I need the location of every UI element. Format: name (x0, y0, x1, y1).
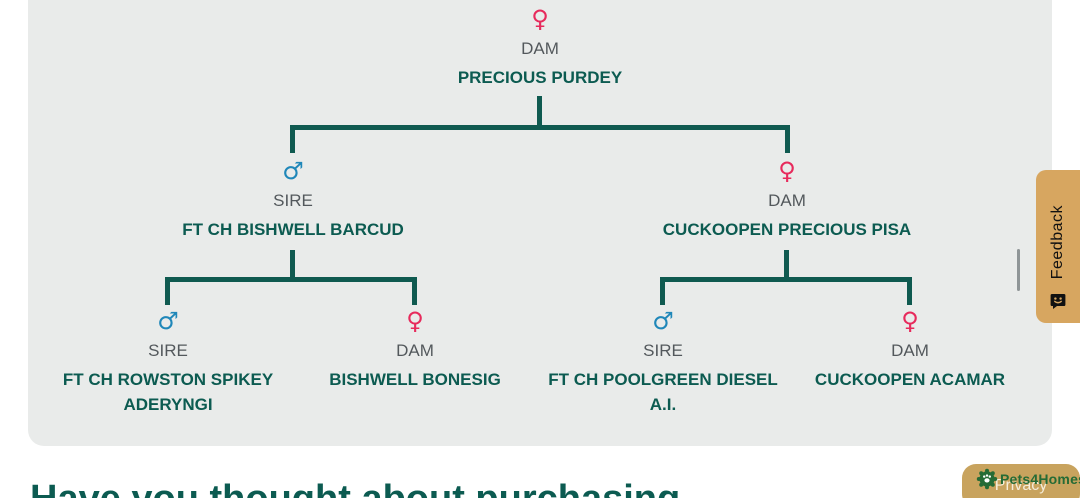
pets4homes-watermark: Pets4Homes (976, 468, 1080, 490)
node-dog-name: CUCKOOPEN PRECIOUS PISA (662, 220, 912, 239)
node-dog-name: CUCKOOPEN ACAMAR (814, 370, 1006, 389)
female-icon: ♀ (531, 5, 549, 33)
pedigree-node-grandsire-2: ♂ SIRE FT CH POOLGREEN DIESEL A.I. (543, 308, 783, 417)
pedigree-panel (28, 0, 1052, 446)
paw-gear-icon (976, 468, 998, 490)
feedback-label: Feedback (1049, 204, 1066, 279)
node-dog-name: BISHWELL BONESIG (329, 370, 501, 389)
female-icon: ♀ (406, 307, 424, 335)
male-icon: ♂ (652, 307, 674, 335)
pedigree-node-granddam-1: ♀ DAM BISHWELL BONESIG (295, 308, 535, 392)
pedigree-node-granddam-2: ♀ DAM CUCKOOPEN ACAMAR (780, 308, 1040, 392)
node-dog-name: FT CH BISHWELL BARCUD (182, 220, 404, 239)
feedback-button[interactable]: Feedback (1036, 170, 1080, 323)
node-dog-name: FT CH ROWSTON SPIKEY ADERYNGI (62, 370, 274, 414)
male-icon: ♂ (282, 157, 304, 185)
connector-line (290, 125, 790, 130)
pedigree-node-grandsire-1: ♂ SIRE FT CH ROWSTON SPIKEY ADERYNGI (53, 308, 283, 417)
connector-line (537, 96, 542, 130)
female-icon: ♀ (778, 157, 796, 185)
pets4homes-label: Pets4Homes (1000, 471, 1080, 487)
connector-line (290, 250, 295, 282)
node-role-label: SIRE (148, 341, 188, 360)
connector-line (660, 277, 912, 282)
node-role-label: SIRE (643, 341, 683, 360)
connector-line (784, 250, 789, 282)
node-role-label: DAM (891, 341, 929, 360)
section-heading: Have you thought about purchasing (30, 478, 680, 498)
privacy-label: Privacy (994, 477, 1048, 494)
female-icon: ♀ (901, 307, 919, 335)
connector-line (412, 277, 417, 305)
node-role-label: DAM (768, 191, 806, 210)
connector-line (165, 277, 417, 282)
node-role-label: DAM (521, 39, 559, 58)
node-dog-name: PRECIOUS PURDEY (457, 68, 623, 87)
scrollbar-thumb[interactable] (1017, 249, 1020, 291)
chat-smiley-icon (1050, 294, 1066, 309)
connector-line (290, 125, 295, 153)
connector-line (907, 277, 912, 305)
pedigree-node-dam: ♀ DAM CUCKOOPEN PRECIOUS PISA (637, 158, 937, 242)
pedigree-node-sire: ♂ SIRE FT CH BISHWELL BARCUD (153, 158, 433, 242)
pedigree-node-dam-root: ♀ DAM PRECIOUS PURDEY (400, 6, 680, 90)
male-icon: ♂ (157, 307, 179, 335)
node-role-label: DAM (396, 341, 434, 360)
node-dog-name: FT CH POOLGREEN DIESEL A.I. (548, 370, 778, 414)
node-role-label: SIRE (273, 191, 313, 210)
connector-line (785, 125, 790, 153)
connector-line (660, 277, 665, 305)
connector-line (165, 277, 170, 305)
